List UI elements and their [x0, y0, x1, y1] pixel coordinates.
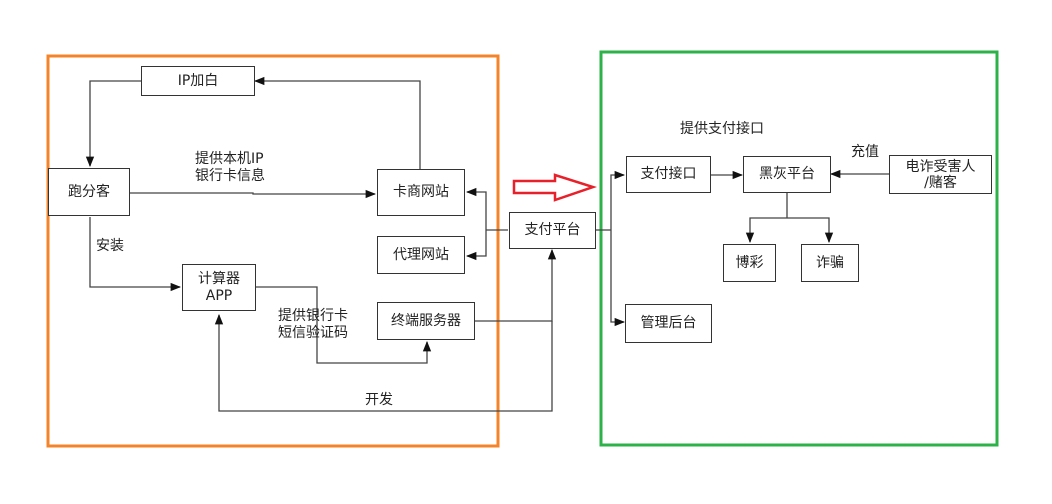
node-card-merchant-site[interactable]: 卡商网站 [377, 169, 465, 216]
edge-paofenke-to-calculator [89, 217, 182, 292]
label-install: 安装 [96, 238, 124, 254]
node-gambling[interactable]: 博彩 [723, 244, 776, 282]
node-victim-gambler[interactable]: 电诈受害人 /赌客 [889, 155, 992, 194]
label-provide-payment-interface: 提供支付接口 [680, 121, 764, 137]
transition-arrow-icon [512, 173, 598, 202]
node-payment-platform[interactable]: 支付平台 [509, 212, 596, 249]
edge-platform-to-agent [465, 230, 487, 261]
left-group-frame [46, 54, 500, 448]
edge-platform-to-admin [610, 230, 626, 327]
label-develop: 开发 [365, 392, 393, 408]
node-ip-whitelist[interactable]: IP加白 [141, 66, 255, 96]
label-provide-sms-code: 提供银行卡 短信验证码 [278, 308, 348, 341]
label-provide-ip-bankcard: 提供本机IP 银行卡信息 [195, 151, 265, 184]
edge-terminal-to-platform [475, 248, 557, 322]
label-recharge: 充值 [851, 144, 879, 160]
edge-blackgray-to-gambling [745, 217, 787, 244]
right-group-frame [599, 50, 999, 447]
node-payment-interface[interactable]: 支付接口 [626, 156, 711, 193]
edge-card-to-ipwhite [253, 76, 421, 169]
node-calculator-app[interactable]: 计算器 APP [182, 264, 256, 311]
node-paofenke[interactable]: 跑分客 [48, 168, 130, 216]
node-terminal-server[interactable]: 终端服务器 [377, 302, 475, 340]
edge-develop [214, 313, 553, 412]
node-black-gray-platform[interactable]: 黑灰平台 [743, 156, 831, 193]
edge-calculator-to-terminal [256, 286, 432, 364]
edge-platform-to-interface [610, 170, 626, 230]
edge-platform-to-card [465, 187, 487, 230]
node-fraud[interactable]: 诈骗 [801, 244, 859, 282]
edge-ipwhite-to-paofenke [85, 80, 141, 168]
edge-blackgray-to-fraud [787, 217, 834, 244]
edge-paofenke-to-card [130, 189, 377, 199]
node-admin-backend[interactable]: 管理后台 [625, 304, 712, 343]
node-agent-site[interactable]: 代理网站 [377, 236, 465, 274]
